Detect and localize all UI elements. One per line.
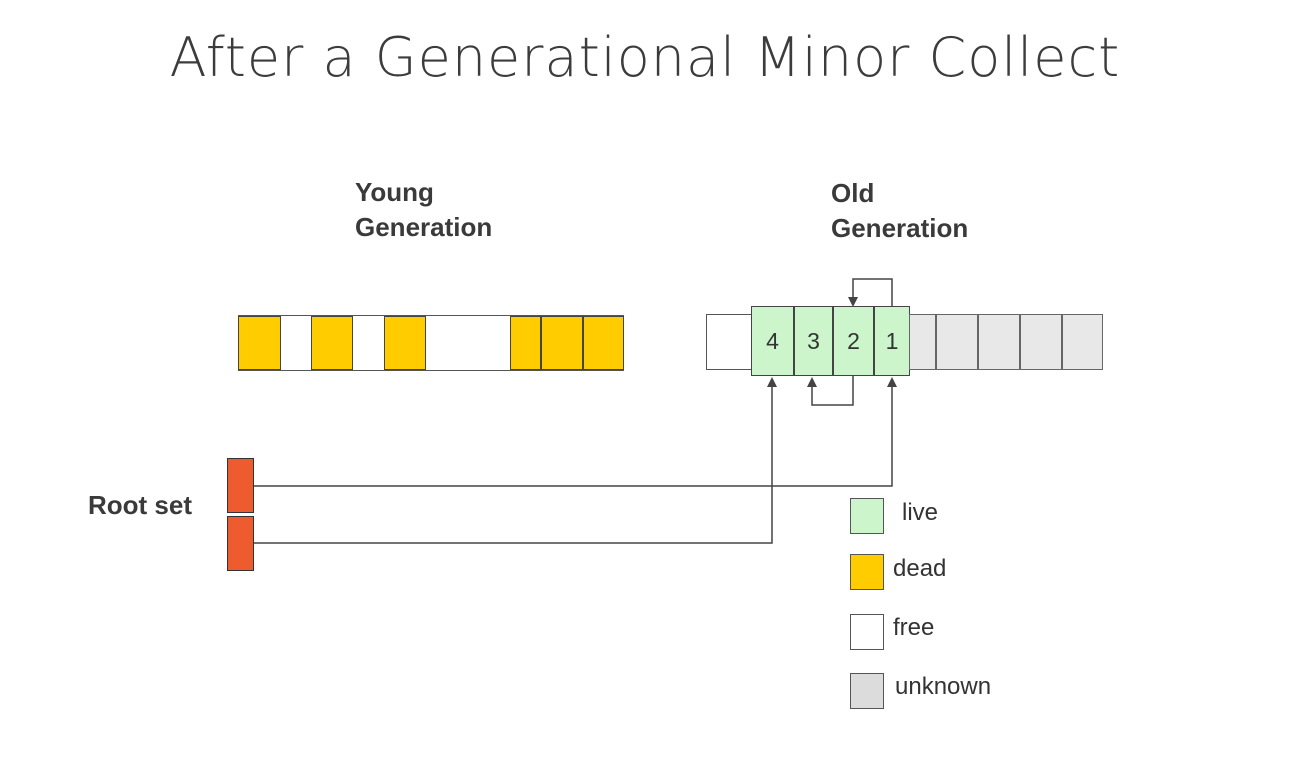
young-cell-free — [426, 316, 510, 370]
legend-swatch-dead — [850, 554, 884, 590]
young-cell-free — [281, 316, 311, 370]
young-generation-label: Young Generation — [355, 175, 492, 245]
young-cell-dead — [510, 316, 541, 370]
root-set-slot-1 — [227, 458, 254, 513]
cell-1-to-cell-2-arrow — [848, 278, 893, 307]
unknown-cell — [978, 314, 1020, 370]
young-cell-dead — [384, 316, 426, 370]
young-cell-dead — [583, 316, 624, 370]
unknown-cell — [1062, 314, 1103, 370]
young-generation-heap — [238, 315, 624, 371]
legend-swatch-unknown — [850, 673, 884, 709]
root-to-cell-1-arrow — [254, 377, 897, 487]
young-generation-label-line2: Generation — [355, 212, 493, 242]
young-generation-label-line1: Young — [355, 177, 434, 207]
old-generation-live-cells: 4 3 2 1 — [751, 306, 910, 376]
young-cell-dead — [238, 316, 281, 370]
root-set-slot-2 — [227, 516, 254, 571]
legend-swatch-free — [850, 614, 884, 650]
old-generation-label: Old Generation — [831, 176, 968, 246]
young-cell-dead — [541, 316, 583, 370]
old-generation-label-line2: Generation — [831, 213, 969, 243]
live-cell-1: 1 — [874, 306, 910, 376]
live-cell-4: 4 — [751, 306, 794, 376]
young-cell-dead — [311, 316, 353, 370]
old-generation-label-line1: Old — [831, 178, 875, 208]
young-cell-free — [353, 316, 384, 370]
unknown-cell — [936, 314, 978, 370]
live-cell-3: 3 — [794, 306, 833, 376]
page-title: After a Generational Minor Collect — [169, 26, 1121, 89]
live-cell-2: 2 — [833, 306, 874, 376]
legend-label-live: live — [902, 499, 939, 526]
legend-label-dead: dead — [893, 555, 947, 582]
old-generation-unknown-cells — [909, 314, 1103, 370]
root-to-cell-4-arrow — [254, 377, 777, 544]
unknown-cell — [1020, 314, 1062, 370]
old-cell-free — [706, 314, 752, 370]
legend-label-unknown: unknown — [895, 673, 992, 700]
unknown-cell — [909, 314, 936, 370]
legend-swatch-live — [850, 498, 884, 534]
legend-label-free: free — [893, 614, 935, 641]
cell-2-to-cell-3-arrow — [807, 376, 854, 406]
root-set-label: Root set — [88, 490, 192, 520]
